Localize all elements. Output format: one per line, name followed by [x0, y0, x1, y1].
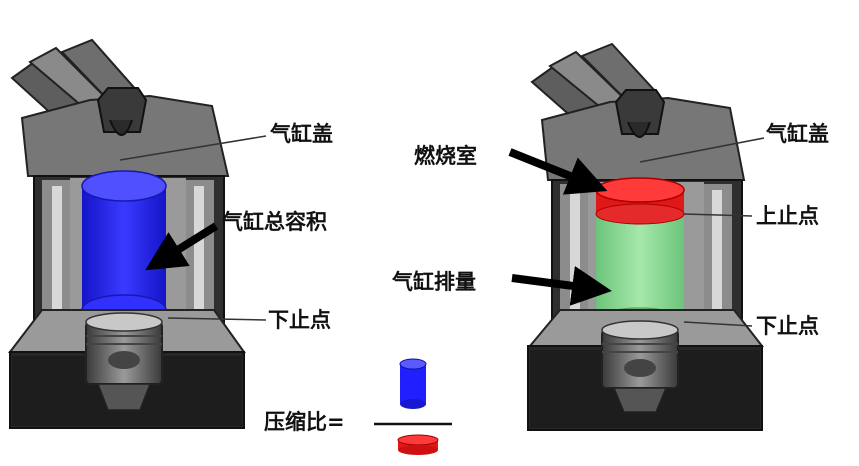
combustion-chamber-arrow	[508, 148, 608, 195]
right-engine	[508, 42, 765, 431]
left-cylinder-head-label: 气缸盖	[270, 122, 333, 146]
total-volume-label: 气缸总容积	[222, 210, 327, 234]
left-head-pointer	[119, 135, 267, 161]
tdc-pointer	[683, 213, 753, 217]
displacement-fill	[596, 214, 684, 322]
tdc-label: 上止点	[756, 204, 819, 228]
left-bdc-pointer	[167, 317, 267, 321]
left-bdc-label: 下止点	[268, 308, 331, 332]
right-bdc-label: 下止点	[756, 314, 819, 338]
compression-ratio-label: 压缩比=	[264, 410, 345, 434]
displacement-arrow	[511, 266, 612, 306]
left-engine	[7, 38, 267, 429]
total-volume-arrow	[145, 222, 219, 271]
combustion-chamber-label: 燃烧室	[414, 144, 477, 168]
right-cylinder-head-label: 气缸盖	[766, 122, 829, 146]
displacement-label: 气缸排量	[392, 270, 476, 294]
right-bdc-pointer	[683, 321, 753, 327]
total-volume-fill	[82, 186, 166, 310]
formula-numerator-cylinder	[400, 364, 426, 404]
compression-ratio-formula	[374, 358, 452, 455]
right-head-pointer	[639, 137, 765, 163]
